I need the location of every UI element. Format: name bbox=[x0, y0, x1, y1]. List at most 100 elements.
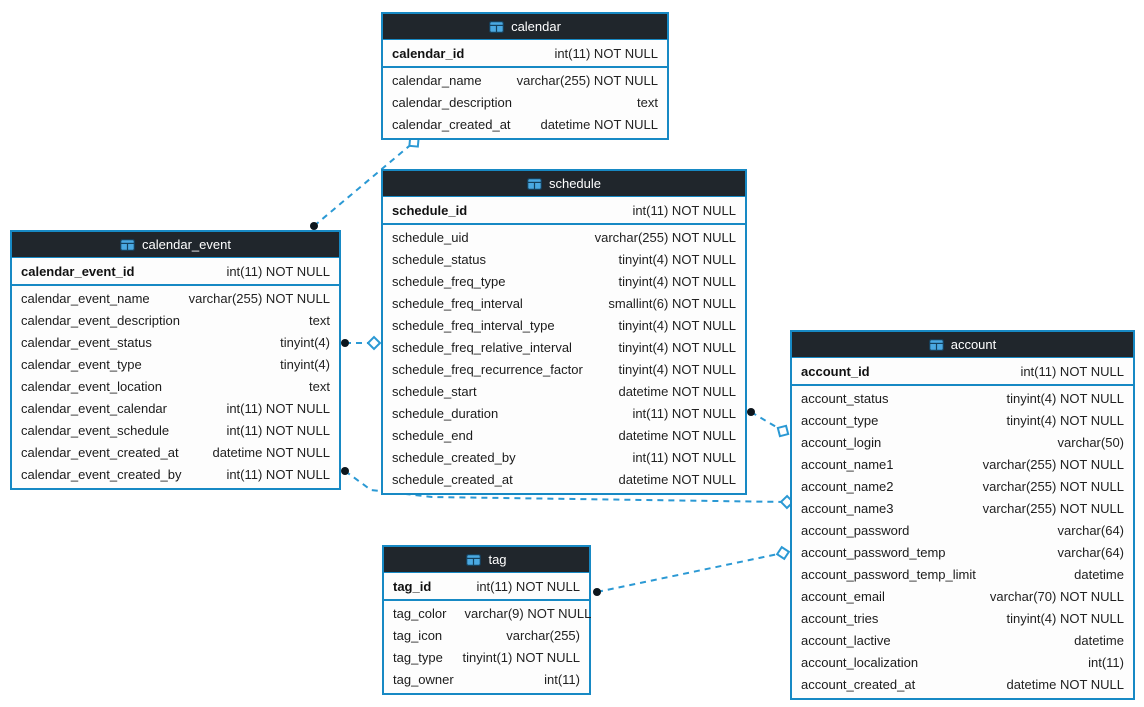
column-name: schedule_created_by bbox=[392, 449, 516, 465]
column-type: datetime bbox=[1074, 566, 1124, 582]
column-row[interactable]: schedule_duration int(11) NOT NULL bbox=[383, 402, 745, 424]
column-name: tag_type bbox=[393, 649, 443, 665]
column-name: calendar_created_at bbox=[392, 116, 511, 132]
column-type: tinyint(4) NOT NULL bbox=[1006, 610, 1124, 626]
relation-diamond-marker bbox=[779, 494, 795, 510]
column-type: int(11) NOT NULL bbox=[632, 405, 736, 421]
table-header[interactable]: account bbox=[792, 332, 1133, 358]
pk-column-row[interactable]: calendar_event_id int(11) NOT NULL bbox=[12, 259, 339, 283]
table-header[interactable]: calendar_event bbox=[12, 232, 339, 258]
column-type: int(11) NOT NULL bbox=[554, 45, 658, 61]
column-name: tag_id bbox=[393, 578, 432, 594]
column-name: calendar_event_id bbox=[21, 263, 135, 279]
column-type: tinyint(4) NOT NULL bbox=[618, 251, 736, 267]
table-header[interactable]: calendar bbox=[383, 14, 667, 40]
column-name: tag_owner bbox=[393, 671, 454, 687]
column-name: schedule_created_at bbox=[392, 471, 513, 487]
column-type: varchar(9) NOT NULL bbox=[464, 605, 592, 621]
table-calendar_event[interactable]: calendar_event calendar_event_id int(11) N… bbox=[10, 230, 341, 490]
column-type: int(11) NOT NULL bbox=[226, 263, 330, 279]
column-type: varchar(50) bbox=[1057, 434, 1124, 450]
column-row[interactable]: schedule_freq_relative_interval tinyint(4… bbox=[383, 336, 745, 358]
column-row[interactable]: account_password_temp_limit datetime bbox=[792, 563, 1133, 585]
column-name: calendar_event_type bbox=[21, 356, 142, 372]
column-type: datetime NOT NULL bbox=[618, 427, 736, 443]
column-row[interactable]: schedule_created_at datetime NOT NULL bbox=[383, 468, 745, 490]
column-name: schedule_duration bbox=[392, 405, 499, 421]
relation-diamond-marker bbox=[366, 335, 382, 351]
column-type: text bbox=[309, 312, 330, 328]
column-type: datetime NOT NULL bbox=[618, 471, 736, 487]
table-icon bbox=[928, 338, 944, 351]
table-header[interactable]: tag bbox=[384, 547, 589, 573]
relation-calendar_event-account[interactable] bbox=[344, 470, 788, 503]
column-type: varchar(255) NOT NULL bbox=[516, 72, 658, 88]
column-type: varchar(255) NOT NULL bbox=[188, 290, 330, 306]
column-type: int(11) bbox=[1088, 654, 1124, 670]
column-name: account_password_temp_limit bbox=[801, 566, 976, 582]
table-header[interactable]: schedule bbox=[383, 171, 745, 197]
column-type: tinyint(4) NOT NULL bbox=[618, 339, 736, 355]
column-type: int(11) NOT NULL bbox=[1020, 363, 1124, 379]
column-type: tinyint(1) NOT NULL bbox=[462, 649, 580, 665]
column-row[interactable]: tag_type tinyint(1) NOT NULL bbox=[384, 646, 589, 668]
column-name: account_name1 bbox=[801, 456, 894, 472]
table-icon bbox=[120, 238, 135, 251]
column-row[interactable]: schedule_created_by int(11) NOT NULL bbox=[383, 446, 745, 468]
table-title: tag bbox=[488, 552, 507, 567]
relation-dot-marker bbox=[341, 467, 349, 475]
relation-tag-account[interactable] bbox=[596, 552, 784, 593]
column-type: int(11) NOT NULL bbox=[632, 449, 736, 465]
column-name: schedule_freq_relative_interval bbox=[392, 339, 572, 355]
